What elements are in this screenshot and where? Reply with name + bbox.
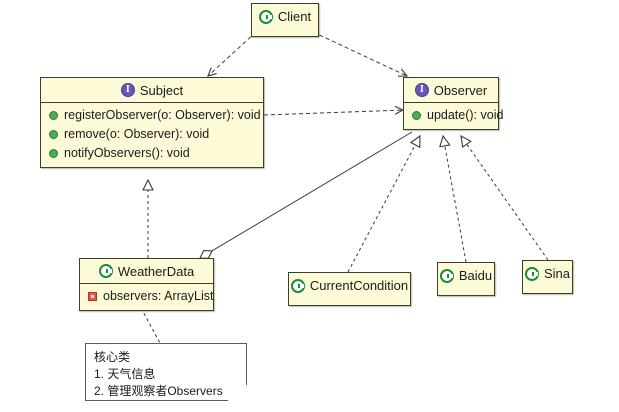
class-members-currentcondition [289,298,410,305]
uml-class-baidu[interactable]: Baidu [437,262,495,296]
edge-weatherdata-to-observer [200,131,413,258]
class-member[interactable]: registerObserver(o: Observer): void [41,106,263,125]
member-label: remove(o: Observer): void [64,127,210,141]
note-line: 核心类 [94,350,131,364]
class-members-baidu [438,288,494,295]
uml-class-weatherdata[interactable]: WeatherData observers: ArrayList [79,258,214,311]
public-method-icon [49,149,58,158]
uml-class-sina[interactable]: Sina [522,260,573,294]
public-method-icon [49,111,58,120]
public-method-icon [49,130,58,139]
note-line: 1. 天气信息 [94,367,156,381]
interface-icon: I [414,83,429,97]
private-field-icon [88,292,97,301]
uml-note-weatherdata[interactable]: 核心类 1. 天气信息 2. 管理观察者Observers [85,343,247,401]
edge-client-to-subject [207,31,257,77]
member-label: notifyObservers(): void [64,146,190,160]
class-icon [439,268,454,283]
edge-weatherdata-to-note [140,307,161,344]
class-header-weatherdata: WeatherData [80,259,213,284]
uml-interface-observer[interactable]: I Observer update(): void [403,77,503,130]
class-members-subject: registerObserver(o: Observer): void remo… [41,103,263,167]
interface-icon: I [120,83,135,97]
class-icon [258,9,273,24]
note-line: 2. 管理观察者Observers [94,384,223,398]
uml-interface-subject[interactable]: I Subject registerObserver(o: Observer):… [40,77,264,168]
class-header-currentcondition: CurrentCondition [289,273,410,298]
class-header-client: Client [252,4,318,29]
class-icon [98,264,113,278]
edge-currentcondition-to-observer [347,134,421,273]
edge-sina-to-observer [460,134,549,261]
class-header-baidu: Baidu [438,263,494,288]
edge-subject-to-observer [263,105,405,116]
class-icon [524,266,539,281]
class-name: Client [277,9,312,24]
class-name: CurrentCondition [309,278,409,293]
class-header-observer: I Observer [404,78,498,103]
class-header-subject: I Subject [41,78,263,103]
member-label: update(): void [427,108,504,122]
public-method-icon [412,111,421,120]
edge-baidu-to-observer [439,134,467,263]
class-name: Observer [433,82,488,98]
class-name: WeatherData [117,263,195,279]
class-members-sina [523,286,572,293]
class-members-weatherdata: observers: ArrayList [80,284,213,310]
class-member[interactable]: remove(o: Observer): void [41,125,263,144]
class-header-sina: Sina [523,261,572,286]
class-name: Sina [543,266,571,281]
class-member[interactable]: observers: ArrayList [80,287,213,306]
class-icon [290,278,305,293]
class-member[interactable]: notifyObservers(): void [41,144,263,163]
member-label: registerObserver(o: Observer): void [64,108,261,122]
class-members-observer: update(): void [404,103,503,129]
class-name: Subject [139,82,184,98]
uml-class-client[interactable]: Client [251,3,319,37]
uml-class-currentcondition[interactable]: CurrentCondition [288,272,411,306]
class-members-client [252,29,318,36]
member-label: observers: ArrayList [103,289,214,303]
class-name: Baidu [458,268,493,283]
edge-client-to-observer [312,31,409,77]
class-member[interactable]: update(): void [404,106,503,125]
